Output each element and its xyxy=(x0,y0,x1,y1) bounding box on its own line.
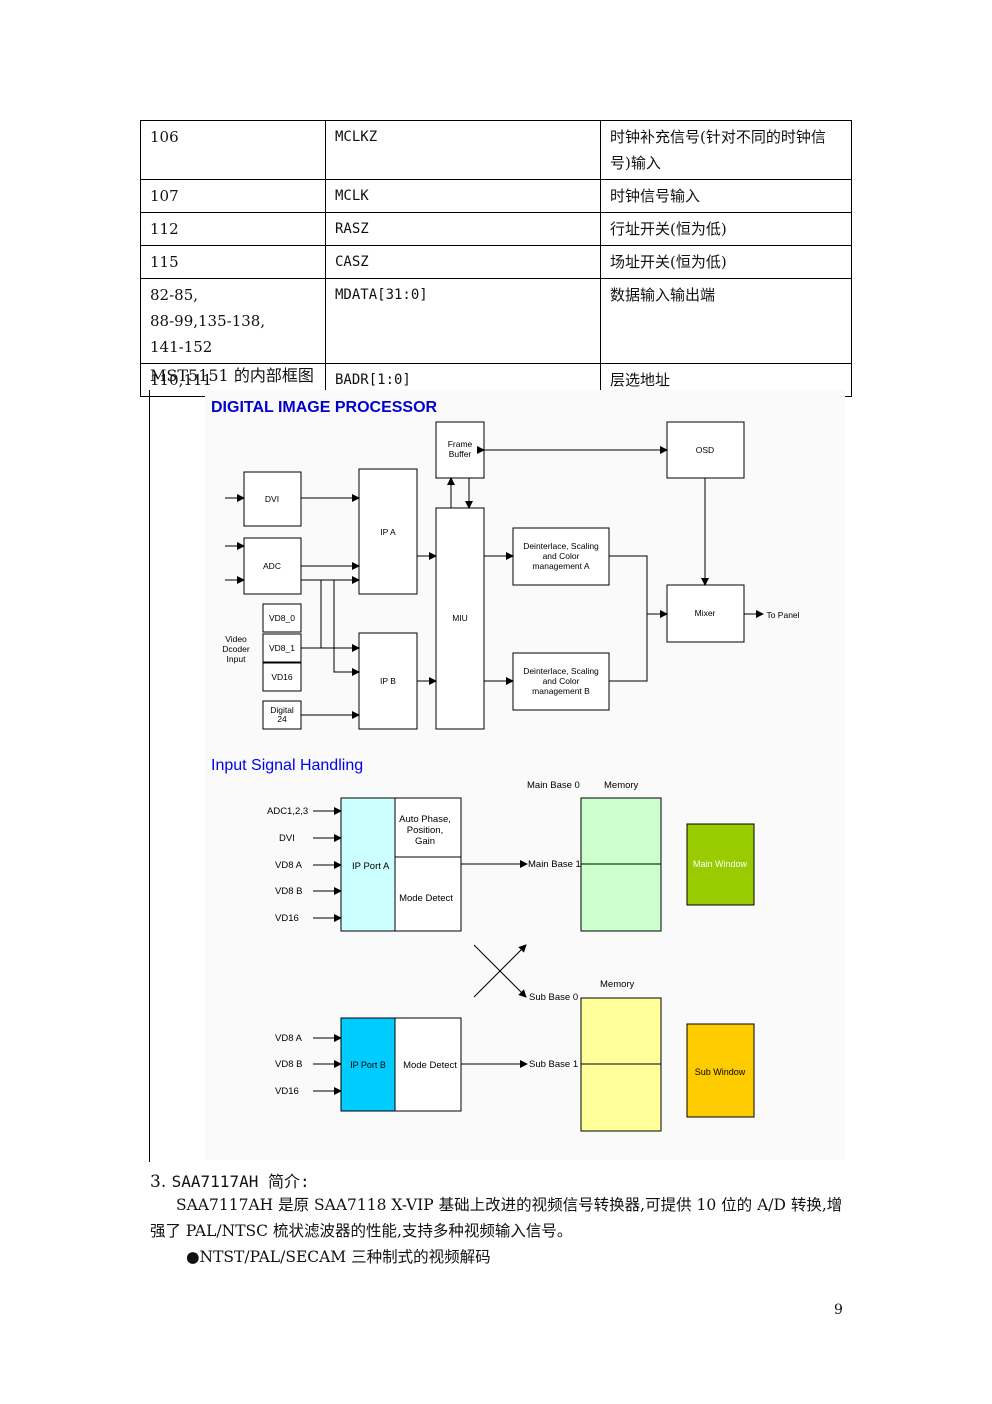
osd-label: OSD xyxy=(696,445,714,455)
pin-cell: 107 xyxy=(140,179,326,213)
ip-port-b-right-box xyxy=(394,1017,462,1112)
description-cell: 行址开关(恒为低) xyxy=(600,212,852,246)
description-cell: 时钟补充信号(针对不同的时钟信号)输入 xyxy=(600,120,852,180)
deint-b-box xyxy=(512,652,610,711)
sub-base1-label: Sub Base 1 xyxy=(529,1059,578,1070)
sub-window-box xyxy=(686,1023,755,1118)
sub-window-label: Sub Window xyxy=(695,1067,746,1077)
dvi2-label: DVI xyxy=(279,833,295,844)
diagram-caption: MST5151 的内部框图 xyxy=(150,366,314,385)
sub-base0-label: Sub Base 0 xyxy=(529,992,578,1003)
signal-name-cell: RASZ xyxy=(325,212,601,246)
miu-box xyxy=(435,507,485,730)
to-panel-label: To Panel xyxy=(766,610,799,620)
ip-port-a-right-box xyxy=(394,797,462,932)
main-window-box xyxy=(686,823,755,906)
adc-label: ADC xyxy=(263,561,281,571)
vd8-0-box xyxy=(262,603,302,633)
miu-label: MIU xyxy=(452,613,468,623)
ip-port-b-label: IP Port B xyxy=(350,1060,386,1070)
ip-b-box xyxy=(358,632,418,730)
main-window-label: Main Window xyxy=(693,859,748,869)
pin-cell: 115 xyxy=(140,245,326,279)
pin-cell: 112 xyxy=(140,212,326,246)
vd8b-label: VD8 B xyxy=(275,886,302,897)
dvi-label: DVI xyxy=(265,494,279,504)
vd16-2-label: VD16 xyxy=(275,913,299,924)
adc-box xyxy=(243,537,302,595)
vd8a-b-label: VD8 A xyxy=(275,1033,303,1044)
vd8b-b-label: VD8 B xyxy=(275,1059,302,1070)
deint-a-box xyxy=(512,527,610,586)
page-number: 9 xyxy=(834,1302,843,1318)
vd8a-label: VD8 A xyxy=(275,860,303,871)
mixer-label: Mixer xyxy=(695,608,716,618)
ish-title: Input Signal Handling xyxy=(211,757,363,774)
ip-b-label: IP B xyxy=(380,676,396,686)
vd16-box xyxy=(262,662,302,692)
mode-detect-b-label: Mode Detect xyxy=(403,1060,457,1071)
dvi-box xyxy=(243,471,302,527)
section-title: SAA7117AH 简介: xyxy=(171,1172,310,1191)
signal-name-cell: MCLKZ xyxy=(325,120,601,180)
signal-name-cell: MCLK xyxy=(325,179,601,213)
ip-a-box xyxy=(358,468,418,595)
adc123-label: ADC1,2,3 xyxy=(267,806,308,817)
section-body: SAA7117AH 是原 SAA7118 X-VIP 基础上改进的视频信号转换器… xyxy=(150,1192,850,1270)
vd8-1-label: VD8_1 xyxy=(269,643,295,653)
description-cell: 场址开关(恒为低) xyxy=(600,245,852,279)
main-base1-label: Main Base 1 xyxy=(528,859,581,870)
description-cell: 时钟信号输入 xyxy=(600,179,852,213)
vd16-label: VD16 xyxy=(271,672,293,682)
cross-arrow-down xyxy=(473,944,527,998)
section-number: 3. xyxy=(150,1172,167,1192)
mixer-box xyxy=(666,584,745,643)
pin-cell: 106 xyxy=(140,120,326,180)
vd16-b-label: VD16 xyxy=(275,1086,299,1097)
section-heading: 3. SAA7117AH 简介: xyxy=(150,1168,310,1192)
section-bullet: ●NTST/PAL/SECAM 三种制式的视频解码 xyxy=(186,1248,491,1266)
memory-sub-label: Memory xyxy=(600,979,635,990)
auto-phase-label: Auto Phase,Position,Gain xyxy=(399,814,451,847)
ip-port-b-box xyxy=(340,1017,396,1112)
section-paragraph: SAA7117AH 是原 SAA7118 X-VIP 基础上改进的视频信号转换器… xyxy=(150,1196,843,1240)
signal-name-cell: MDATA[31:0] xyxy=(325,278,601,364)
ip-port-a-box xyxy=(340,797,396,932)
dip-title: DIGITAL IMAGE PROCESSOR xyxy=(211,399,438,416)
mode-detect-a-label: Mode Detect xyxy=(399,893,453,904)
description-cell: 数据输入输出端 xyxy=(600,278,852,364)
vd8-0-label: VD8_0 xyxy=(269,613,295,623)
adc-ipb-arrow xyxy=(301,579,360,676)
deint-join-line xyxy=(609,555,648,682)
frame-buffer-box xyxy=(435,421,485,479)
ip-a-label: IP A xyxy=(380,527,396,537)
memory-main-label: Memory xyxy=(604,780,639,791)
ip-port-a-label: IP Port A xyxy=(352,861,390,872)
signal-name-cell: CASZ xyxy=(325,245,601,279)
main-base0-label: Main Base 0 xyxy=(527,780,580,791)
pin-cell: 82-85, 88-99,135-138, 141-152 xyxy=(140,278,326,364)
